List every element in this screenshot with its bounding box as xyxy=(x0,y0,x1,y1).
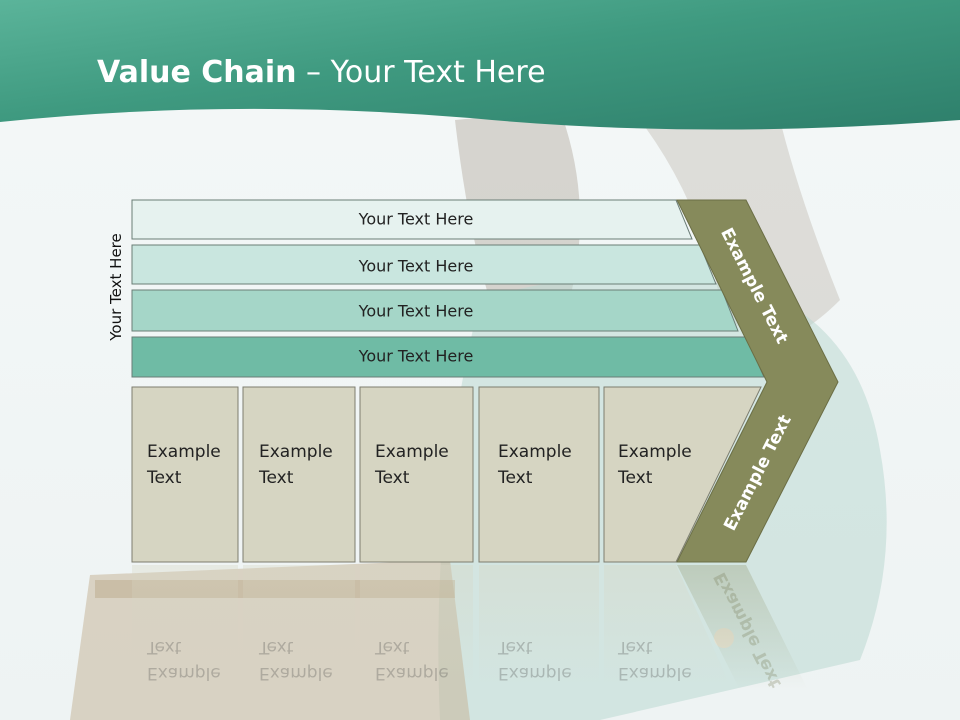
slide-title: Value Chain – Your Text Here xyxy=(97,55,546,90)
bar-3-label: Your Text Here xyxy=(358,301,474,321)
box-1-reflection-label: Example Text xyxy=(147,634,221,686)
box-4-reflection-line2: Text xyxy=(498,637,533,657)
box-1-line1: Example xyxy=(147,442,221,462)
box-3-reflection-line2: Text xyxy=(375,637,410,657)
box-reflection xyxy=(360,565,473,685)
bar-1[interactable] xyxy=(131,199,693,240)
title-bold: Value Chain xyxy=(97,55,297,90)
header-band xyxy=(0,0,960,130)
chevron-reflection xyxy=(677,565,808,690)
chevron-arrow[interactable] xyxy=(676,199,839,563)
box-2-line2: Text xyxy=(259,468,294,488)
bar-2[interactable] xyxy=(131,244,717,285)
box-5-reflection-label: Example Text xyxy=(618,634,692,686)
box-reflection xyxy=(132,565,238,685)
box-3-line2: Text xyxy=(375,468,410,488)
box-2-reflection-line2: Text xyxy=(259,637,294,657)
box-1-reflection-line2: Text xyxy=(147,637,182,657)
box-2-reflection-line1: Example xyxy=(259,663,333,683)
box-2[interactable] xyxy=(242,386,356,563)
box-5-reflection-line1: Example xyxy=(618,663,692,683)
bar-3[interactable] xyxy=(131,289,739,332)
box-2-reflection-label: Example Text xyxy=(259,634,333,686)
box-1-line2: Text xyxy=(147,468,182,488)
bar-4-label: Your Text Here xyxy=(358,346,474,366)
box-3-reflection-label: Example Text xyxy=(375,634,449,686)
box-1[interactable] xyxy=(131,386,239,563)
box-5-line1: Example xyxy=(618,442,692,462)
box-1-reflection-line1: Example xyxy=(147,663,221,683)
box-5[interactable] xyxy=(603,386,762,563)
bar-2-label: Your Text Here xyxy=(358,256,474,276)
box-3-reflection-line1: Example xyxy=(375,663,449,683)
box-5-reflection-line2: Text xyxy=(618,637,653,657)
box-4-line1: Example xyxy=(498,442,572,462)
box-4[interactable] xyxy=(478,386,600,563)
box-3-line1: Example xyxy=(375,442,449,462)
box-4-line2: Text xyxy=(498,468,533,488)
box-reflection xyxy=(243,565,355,685)
title-rest: – Your Text Here xyxy=(296,55,546,90)
box-4-reflection-label: Example Text xyxy=(498,634,572,686)
box-reflection xyxy=(604,565,730,685)
box-5-line2: Text xyxy=(618,468,653,488)
bar-1-label: Your Text Here xyxy=(358,209,474,229)
box-3[interactable] xyxy=(359,386,474,563)
box-4-reflection-line1: Example xyxy=(498,663,572,683)
box-2-line1: Example xyxy=(259,442,333,462)
box-reflection xyxy=(479,565,599,685)
